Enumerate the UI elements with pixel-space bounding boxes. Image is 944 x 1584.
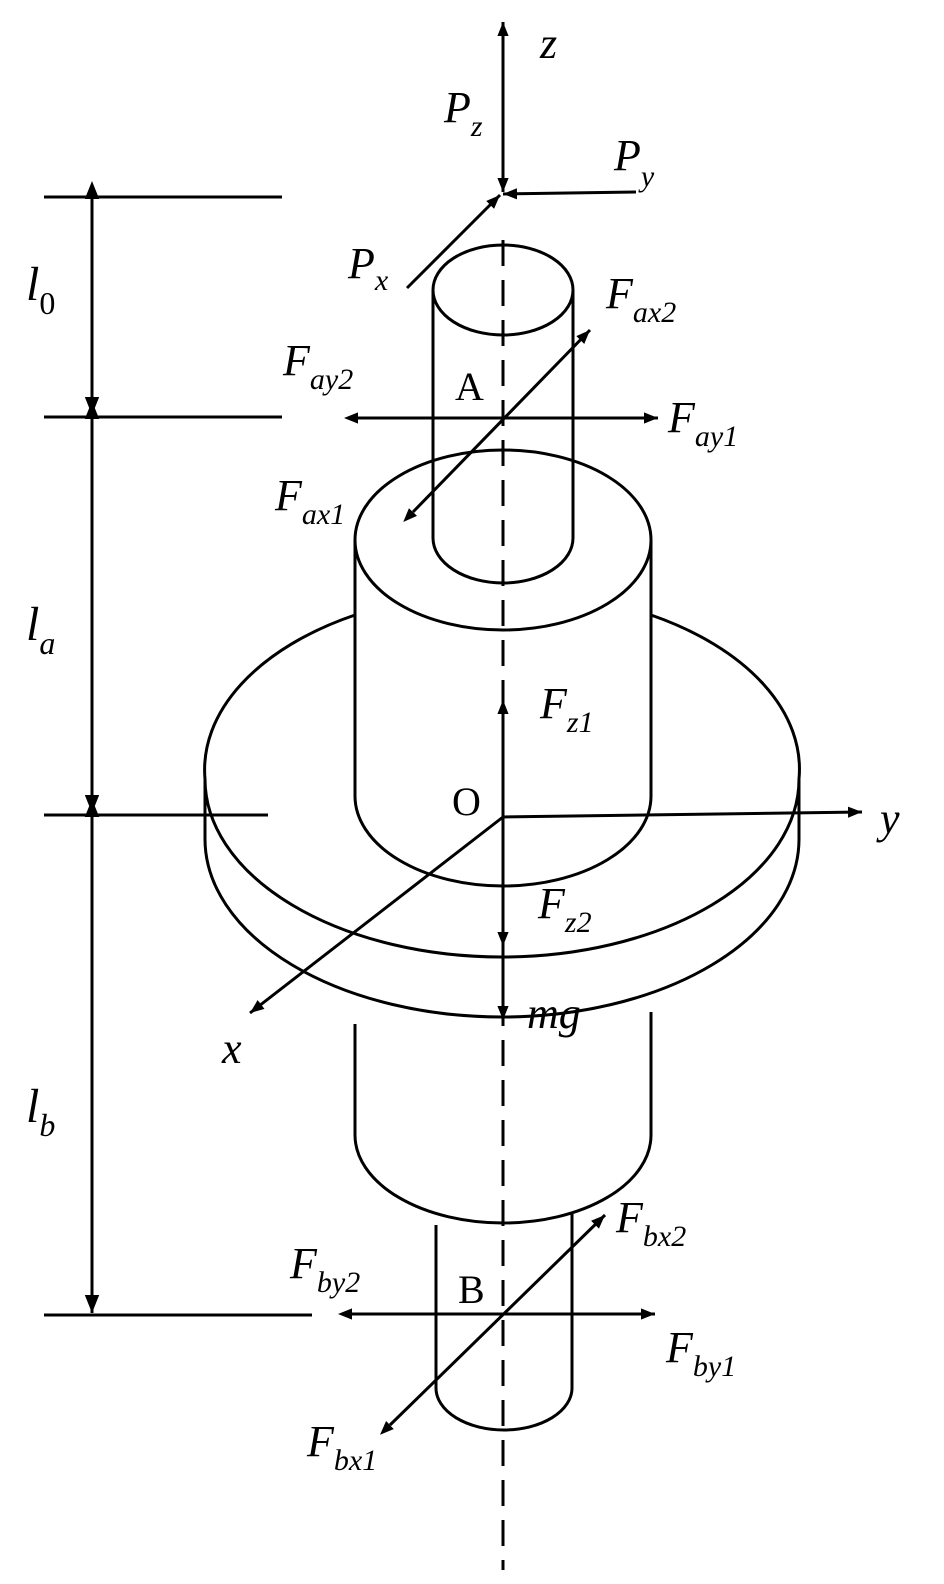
py-arrow [502,188,637,200]
y-axis-label: y [876,794,900,843]
x-axis [249,815,504,1015]
l0-label: l0 [26,258,55,321]
fay2-label: Fay2 [282,336,353,396]
px-label: Px [347,239,389,297]
fax2-label: Fax2 [605,269,676,329]
py-label: Py [613,131,655,193]
fax-arrow [403,328,592,523]
lb-label: lb [26,1080,55,1143]
x-axis-label: x [221,1024,242,1073]
labels: z y x A O B Pz Py Px mg Fax2 Fay2 Fay1 F… [26,19,900,1477]
fay1-label: Fay1 [667,393,738,453]
fby2-label: Fby2 [289,1239,360,1299]
applied-loads [405,100,637,290]
bearing-a-forces [344,328,658,523]
y-axis [502,806,863,819]
fz2-label: Fz2 [537,879,592,939]
point-b-label: B [458,1267,485,1312]
point-o-label: O [452,779,481,824]
pz-label: Pz [443,83,483,143]
z-axis-label: z [539,19,557,68]
px-arrow [405,193,502,290]
point-a-label: A [455,364,484,409]
fbx-arrow [379,1213,607,1435]
mg-label: mg [527,989,581,1038]
fby1-label: Fby1 [665,1323,736,1383]
fz1-label: Fz1 [539,679,594,739]
fbx2-label: Fbx2 [615,1193,686,1253]
fbx1-label: Fbx1 [306,1417,377,1477]
dimension-lines [44,181,312,1317]
la-label: la [26,598,55,661]
fax1-label: Fax1 [274,471,345,531]
bearing-b-forces [338,1213,655,1435]
